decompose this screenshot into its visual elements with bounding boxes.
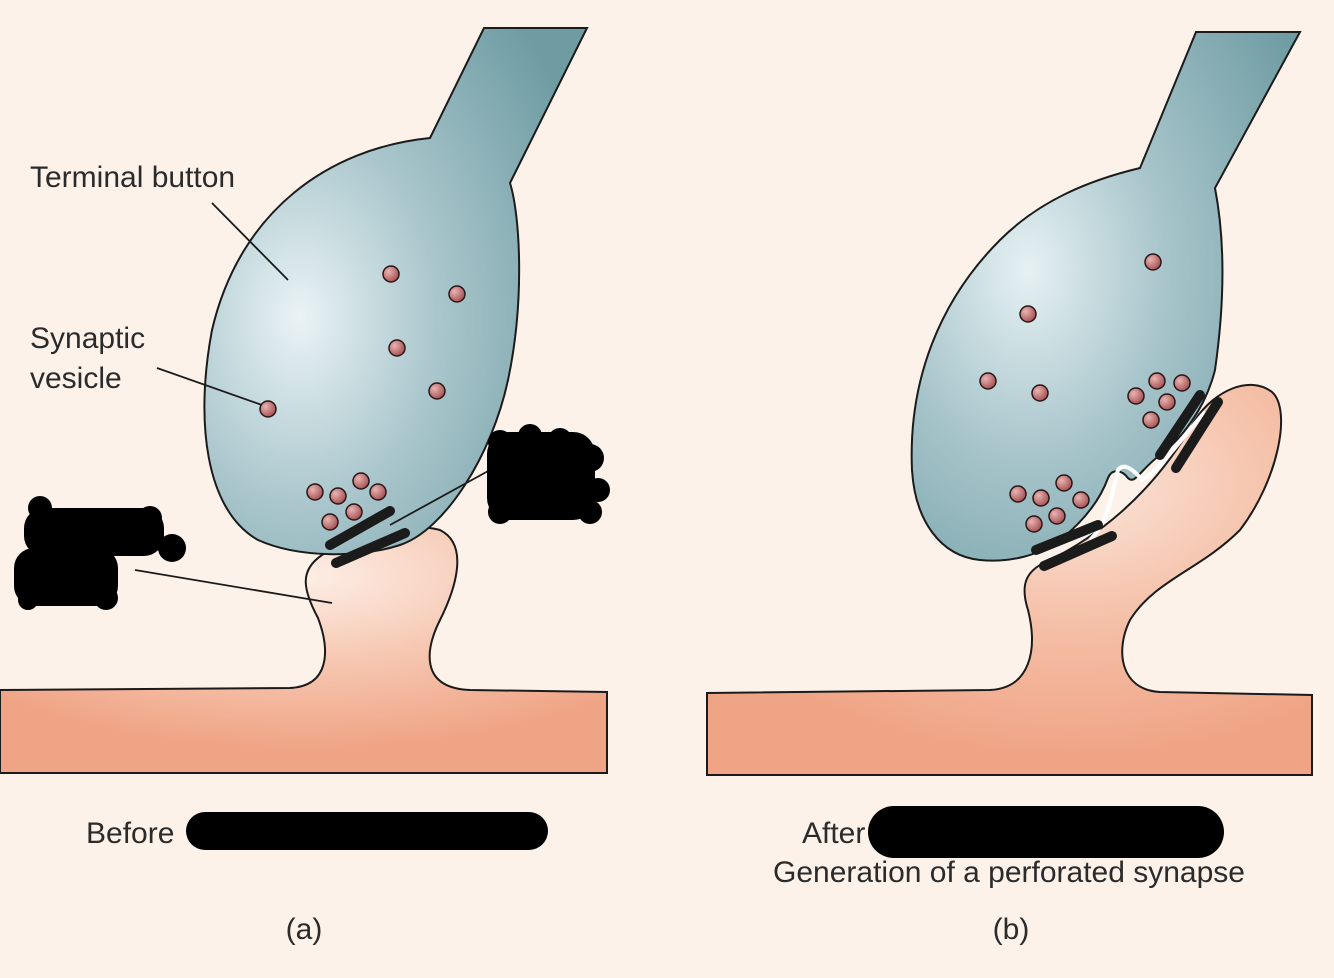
leader-terminal-button — [211, 202, 289, 281]
postsynaptic-density-b-lower — [1039, 531, 1117, 571]
vesicle — [369, 483, 387, 501]
vesicle — [1173, 374, 1191, 392]
vesicle — [1025, 515, 1043, 533]
vesicle — [345, 503, 363, 521]
presynaptic-density-b-lower — [1031, 520, 1103, 555]
postsynaptic-density-b-upper — [1171, 397, 1223, 473]
vesicle — [1019, 305, 1037, 323]
vesicle — [428, 382, 446, 400]
redaction-caption-a — [186, 812, 548, 850]
vesicle — [1072, 491, 1090, 509]
vesicle — [259, 400, 277, 418]
redaction-caption-b — [868, 806, 1224, 858]
caption-perforated-synapse: Generation of a perforated synapse — [773, 856, 1245, 889]
vesicle — [1127, 387, 1145, 405]
vesicles-a — [259, 265, 466, 531]
terminal-button-a — [203, 27, 589, 556]
presynaptic-density-b-upper — [1155, 390, 1205, 460]
vesicle — [1031, 384, 1049, 402]
vesicle — [1032, 489, 1050, 507]
presynaptic-density-a — [325, 506, 395, 550]
dendrite-spine-b — [706, 383, 1313, 776]
caption-after: After — [802, 817, 865, 850]
vesicle — [979, 372, 997, 390]
vesicle — [329, 487, 347, 505]
vesicle — [1048, 507, 1066, 525]
postsynaptic-density-a — [331, 528, 410, 568]
redaction-mark-right — [487, 424, 610, 524]
vesicle — [382, 265, 400, 283]
vesicle — [1142, 411, 1160, 429]
panel-b: After Generation of a perforated synapse… — [706, 31, 1313, 946]
panel-id-b: (b) — [993, 913, 1030, 946]
vesicle — [1148, 372, 1166, 390]
panel-id-a: (a) — [286, 913, 323, 946]
vesicle — [388, 339, 406, 357]
label-synaptic-line2: vesicle — [30, 362, 122, 395]
vesicle — [1158, 393, 1176, 411]
redaction-mark-left — [14, 496, 186, 610]
vesicle — [448, 285, 466, 303]
leader-redacted-right — [389, 469, 491, 526]
vesicle — [321, 513, 339, 531]
vesicles-b — [979, 253, 1191, 533]
caption-before: Before — [86, 817, 174, 850]
leader-redacted-left — [134, 569, 333, 604]
vesicle — [306, 483, 324, 501]
label-synaptic-line1: Synaptic — [30, 322, 145, 355]
perforation-cleft — [1088, 410, 1207, 542]
panel-a: Terminal button Synaptic vesicle Before … — [0, 27, 610, 946]
vesicle — [1009, 485, 1027, 503]
vesicle — [1144, 253, 1162, 271]
leader-synaptic-vesicle — [156, 367, 263, 406]
label-terminal-button: Terminal button — [30, 161, 235, 194]
vesicle — [352, 472, 370, 490]
vesicle — [1055, 474, 1073, 492]
